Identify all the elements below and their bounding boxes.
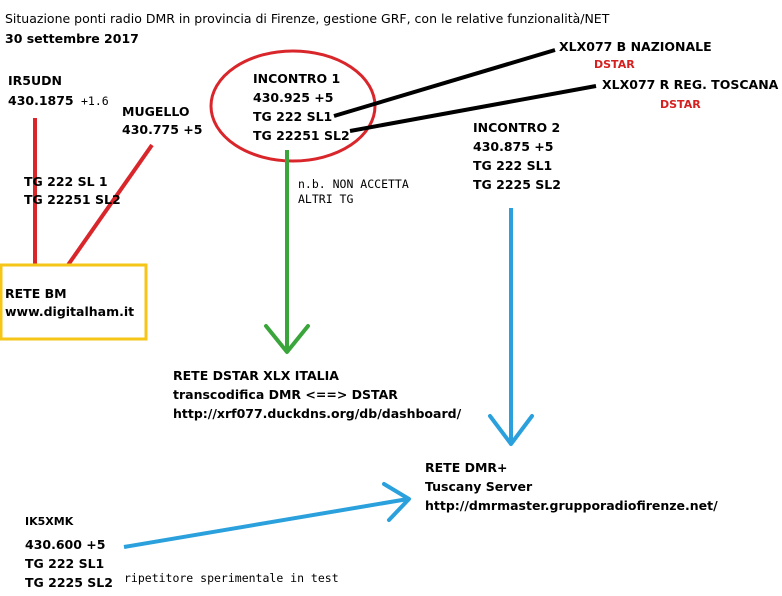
- page-title: Situazione ponti radio DMR in provincia …: [5, 11, 610, 26]
- incontro1-ellipse: [209, 49, 377, 163]
- incontro1-to-xlx-tosc-line: [349, 84, 597, 133]
- ik5xmk-freq: 430.600 +5: [25, 537, 106, 552]
- ik5xmk-to-dmrplus-arrow: [123, 497, 409, 549]
- ir5udn-name: IR5UDN: [8, 73, 62, 88]
- mugello-name: MUGELLO: [122, 104, 190, 119]
- rete-bm-name: RETE BM: [5, 286, 67, 301]
- dmrplus-arrowhead-top: [488, 414, 534, 446]
- ir5udn-freq: 430.1875: [8, 93, 74, 108]
- incontro1-freq: 430.925 +5: [253, 90, 334, 105]
- rete-bm-url[interactable]: www.digitalham.it: [5, 304, 135, 319]
- ik5xmk-tg2: TG 2225 SL2: [25, 575, 113, 590]
- rete-dmrplus-desc: Tuscany Server: [425, 479, 533, 494]
- ik5xmk-note: ripetitore sperimentale in test: [124, 571, 339, 585]
- page-date: 30 settembre 2017: [5, 31, 139, 46]
- rete-bm-box: [0, 263, 148, 341]
- dmrplus-arrowhead-left: [382, 482, 411, 522]
- incontro1-note-line1: n.b. NON ACCETTA: [298, 177, 409, 191]
- incontro2-tg1: TG 222 SL1: [473, 158, 553, 173]
- ir5udn-freq-row: 430.1875 +1.6: [8, 92, 109, 110]
- incontro1-tg2: TG 22251 SL2: [253, 128, 350, 143]
- ik5xmk-tg1: TG 222 SL1: [25, 556, 105, 571]
- incontro2-name: INCONTRO 2: [473, 120, 561, 135]
- mugello-to-bm-line: [66, 143, 154, 267]
- incontro2-tg2: TG 2225 SL2: [473, 177, 561, 192]
- bm-tg-line2: TG 22251 SL2: [24, 192, 121, 207]
- dstar-arrowhead: [264, 324, 310, 354]
- rete-dstar-url[interactable]: http://xrf077.duckdns.org/db/dashboard/: [173, 406, 462, 421]
- ik5xmk-name: IK5XMK: [25, 515, 74, 528]
- xlx-naz-name: XLX077 B NAZIONALE: [559, 39, 712, 54]
- rete-dstar-name: RETE DSTAR XLX ITALIA: [173, 368, 339, 383]
- incontro1-name: INCONTRO 1: [253, 71, 341, 86]
- rete-dmrplus-url[interactable]: http://dmrmaster.grupporadiofirenze.net/: [425, 498, 718, 513]
- bm-tg-line1: TG 222 SL 1: [24, 174, 108, 189]
- xlx-tosc-mode: DSTAR: [660, 98, 701, 111]
- xlx-tosc-name: XLX077 R REG. TOSCANA: [602, 77, 779, 92]
- rete-dmrplus-name: RETE DMR+: [425, 460, 508, 475]
- xlx-naz-mode: DSTAR: [594, 58, 635, 71]
- ir5udn-offset: +1.6: [81, 94, 109, 108]
- incontro1-note-line2: ALTRI TG: [298, 192, 354, 206]
- incontro2-freq: 430.875 +5: [473, 139, 554, 154]
- rete-dstar-desc: transcodifica DMR <==> DSTAR: [173, 387, 398, 402]
- incontro1-tg1: TG 222 SL1: [253, 109, 333, 124]
- mugello-freq: 430.775 +5: [122, 122, 203, 137]
- incontro1-to-xlx-naz-line: [333, 48, 556, 118]
